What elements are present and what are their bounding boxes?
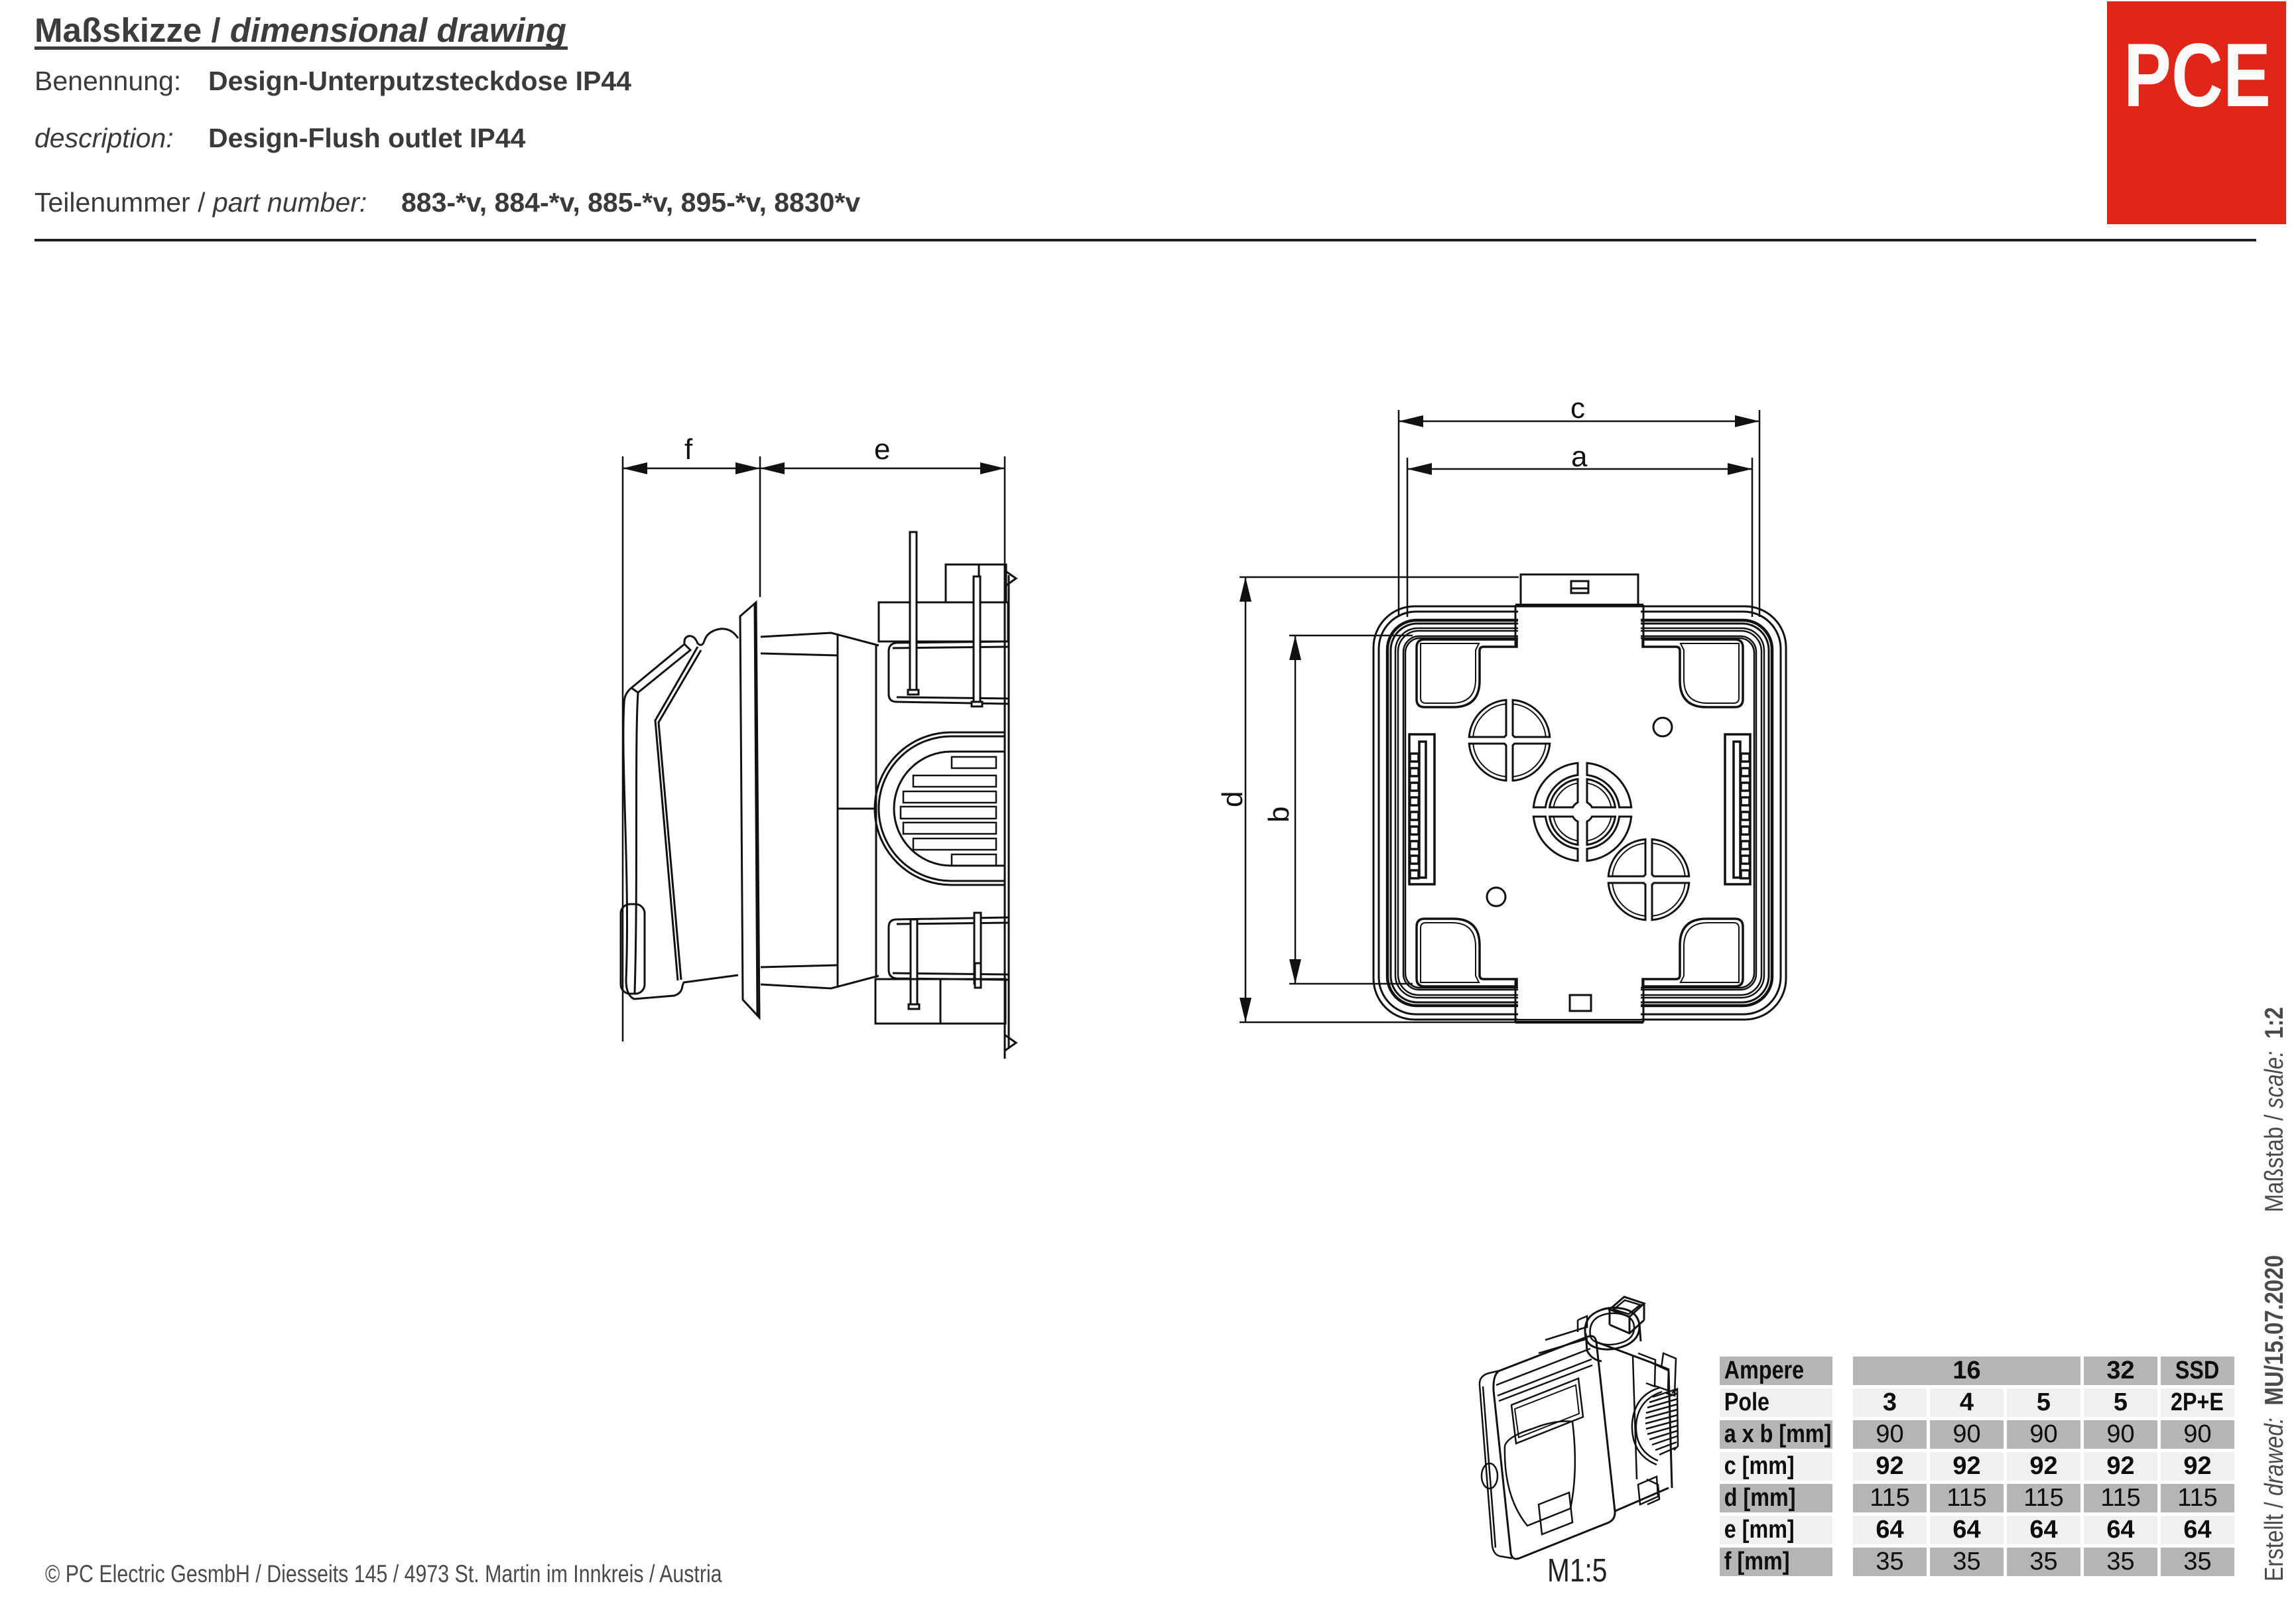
svg-text:a: a [1571,440,1588,473]
svg-text:PCE: PCE [2124,25,2271,125]
svg-text:d: d [1216,791,1249,807]
svg-text:f: f [684,433,693,466]
svg-text:c: c [1570,392,1585,425]
svg-text:b: b [1263,807,1295,823]
svg-text:e: e [874,433,890,466]
